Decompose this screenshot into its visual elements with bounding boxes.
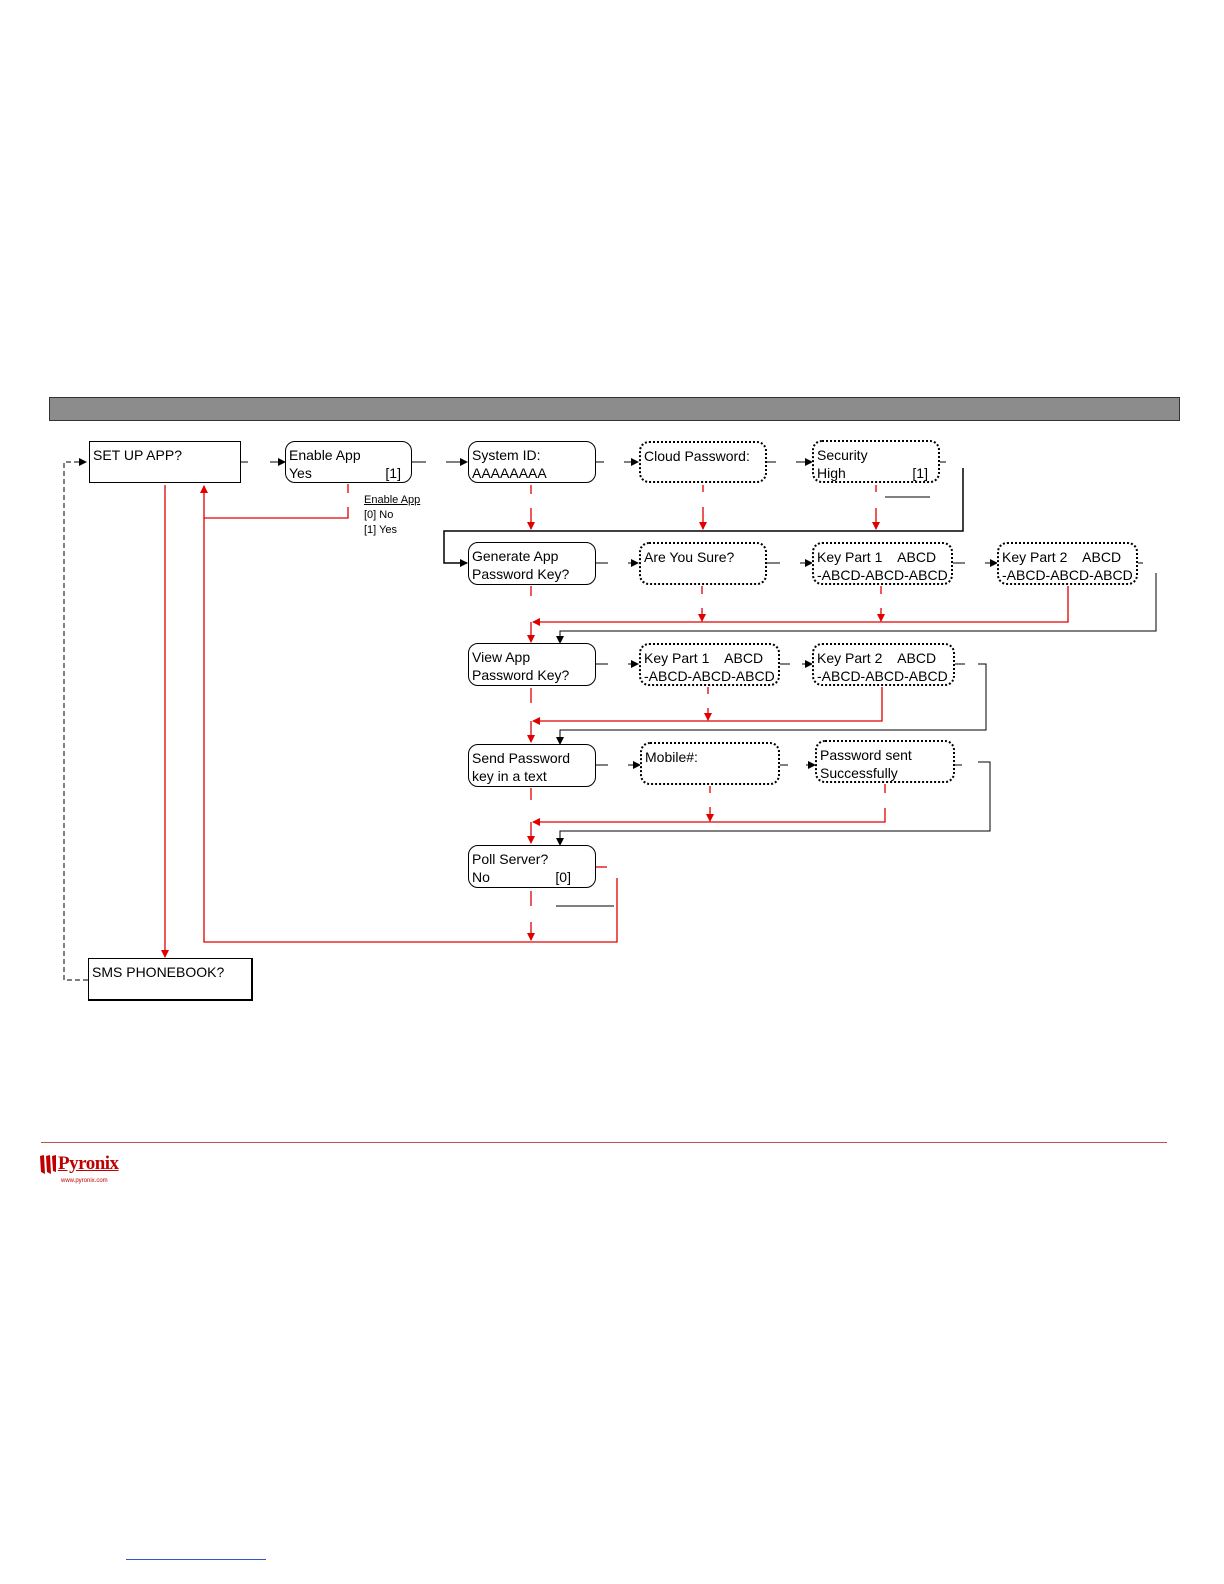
sms-phonebook-label: SMS PHONEBOOK? [92, 964, 225, 980]
pyronix-logo-url: www.pyronix.com [61, 1178, 108, 1184]
footer-rule [41, 1142, 1167, 1143]
pyronix-logo: Pyronix www.pyronix.com [39, 1153, 123, 1189]
password-sent-label-2: Successfully [820, 765, 898, 781]
gen-key-part2-value: -ABCD-ABCD-ABCD [1002, 567, 1133, 583]
poll-server-label: Poll Server? [472, 851, 549, 867]
option-yes: [1] Yes [364, 524, 398, 536]
view-key-part2-node: Key Part 2 ABCD -ABCD-ABCD-ABCD [812, 643, 955, 686]
gen-key-part2-label: Key Part 2 ABCD [1002, 549, 1122, 565]
view-key-part2-label: Key Part 2 ABCD [817, 650, 937, 666]
system-id-value: AAAAAAAA [472, 465, 547, 481]
generate-key-label-2: Password Key? [472, 566, 570, 582]
gen-key-part1-node: Key Part 1 ABCD -ABCD-ABCD-ABCD [812, 542, 953, 585]
view-key-label-2: Password Key? [472, 667, 570, 683]
enable-app-options: Enable App [0] No [1] Yes [364, 493, 420, 538]
security-label: Security [817, 447, 868, 463]
sms-phonebook-node: SMS PHONEBOOK? [88, 958, 253, 1001]
cloud-password-node: Cloud Password: [639, 441, 767, 483]
send-password-label: Send Password [472, 750, 571, 766]
option-no: [0] No [364, 509, 394, 521]
setup-app-node: SET UP APP? [89, 441, 241, 483]
enable-app-value: Yes [289, 465, 312, 481]
setup-app-label: SET UP APP? [93, 447, 182, 463]
security-node: Security High [1] [812, 440, 940, 483]
gen-key-part1-label: Key Part 1 ABCD [817, 549, 937, 565]
view-key-part1-node: Key Part 1 ABCD -ABCD-ABCD-ABCD [639, 643, 780, 686]
send-password-label-2: key in a text [472, 768, 547, 784]
poll-server-node: Poll Server? No [0] [468, 845, 596, 888]
options-title: Enable App [364, 494, 421, 506]
system-id-node: System ID: AAAAAAAA [468, 441, 596, 483]
password-sent-label: Password sent [820, 747, 912, 763]
mobile-label: Mobile#: [645, 749, 698, 765]
mobile-node: Mobile#: [640, 742, 780, 785]
gen-key-part2-node: Key Part 2 ABCD -ABCD-ABCD-ABCD [997, 542, 1138, 585]
footer-link-underline [126, 1559, 266, 1560]
enable-app-label: Enable App [289, 447, 361, 463]
enable-app-node: Enable App Yes [1] [285, 441, 412, 483]
are-you-sure-label: Are You Sure? [644, 549, 735, 565]
section-header-bar [49, 397, 1180, 421]
view-key-part2-value: -ABCD-ABCD-ABCD [817, 668, 948, 684]
system-id-label: System ID: [472, 447, 541, 463]
gen-key-part1-value: -ABCD-ABCD-ABCD [817, 567, 948, 583]
send-password-node: Send Password key in a text [468, 744, 596, 787]
are-you-sure-node: Are You Sure? [639, 542, 767, 585]
view-key-part1-label: Key Part 1 ABCD [644, 650, 764, 666]
pyronix-logo-icon [40, 1155, 56, 1174]
enable-app-code: [1] [385, 465, 401, 481]
generate-key-node: Generate App Password Key? [468, 542, 596, 585]
cloud-password-label: Cloud Password: [644, 448, 750, 464]
view-key-label: View App [472, 649, 531, 665]
pyronix-logo-word: Pyronix [58, 1153, 119, 1174]
password-sent-node: Password sent Successfully [815, 740, 955, 783]
poll-server-value: No [472, 869, 490, 885]
view-key-node: View App Password Key? [468, 643, 596, 686]
poll-server-code: [0] [555, 869, 571, 885]
security-code: [1] [912, 465, 928, 481]
security-value: High [817, 465, 846, 481]
view-key-part1-value: -ABCD-ABCD-ABCD [644, 668, 775, 684]
generate-key-label: Generate App [472, 548, 559, 564]
